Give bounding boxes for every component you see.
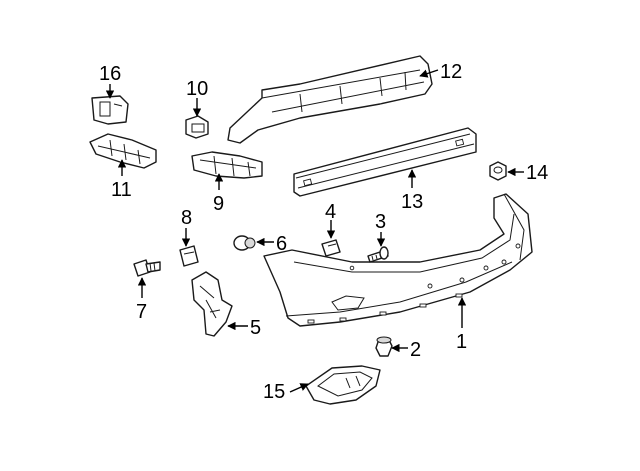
callout-10: 10	[186, 78, 208, 100]
callout-6: 6	[276, 233, 287, 255]
callout-4: 4	[325, 201, 336, 223]
part-11-side-retainer	[89, 133, 157, 169]
part-8-bracket	[179, 245, 199, 267]
part-16-sensor-bracket	[91, 95, 129, 125]
leader-15	[289, 383, 309, 393]
callout-16: 16	[99, 63, 121, 85]
callout-5: 5	[250, 317, 261, 339]
callout-2: 2	[410, 339, 421, 361]
part-1-bumper-cover	[263, 193, 533, 327]
part-14-nut	[489, 161, 507, 181]
part-7-bolt	[133, 259, 161, 277]
callout-14: 14	[526, 162, 548, 184]
part-10-clip	[185, 115, 209, 139]
part-2-push-clip	[375, 336, 393, 357]
callout-11: 11	[111, 179, 132, 201]
callout-3: 3	[375, 211, 386, 233]
part-9-side-bracket	[191, 151, 263, 179]
callout-9: 9	[213, 193, 224, 215]
part-3-screw	[367, 246, 389, 263]
callout-15: 15	[263, 381, 285, 403]
part-13-reinforcement-bar	[293, 127, 477, 197]
callout-12: 12	[440, 61, 462, 83]
part-4-clip	[321, 239, 341, 257]
callout-7: 7	[136, 301, 147, 323]
callout-1: 1	[456, 331, 467, 353]
callout-8: 8	[181, 207, 192, 229]
part-5-lower-retainer	[191, 271, 233, 337]
part-12-energy-absorber	[227, 55, 433, 144]
part-6-grommet	[233, 235, 256, 251]
leader-12	[419, 69, 439, 78]
part-15-lamp	[305, 365, 381, 405]
callout-13: 13	[401, 191, 423, 213]
